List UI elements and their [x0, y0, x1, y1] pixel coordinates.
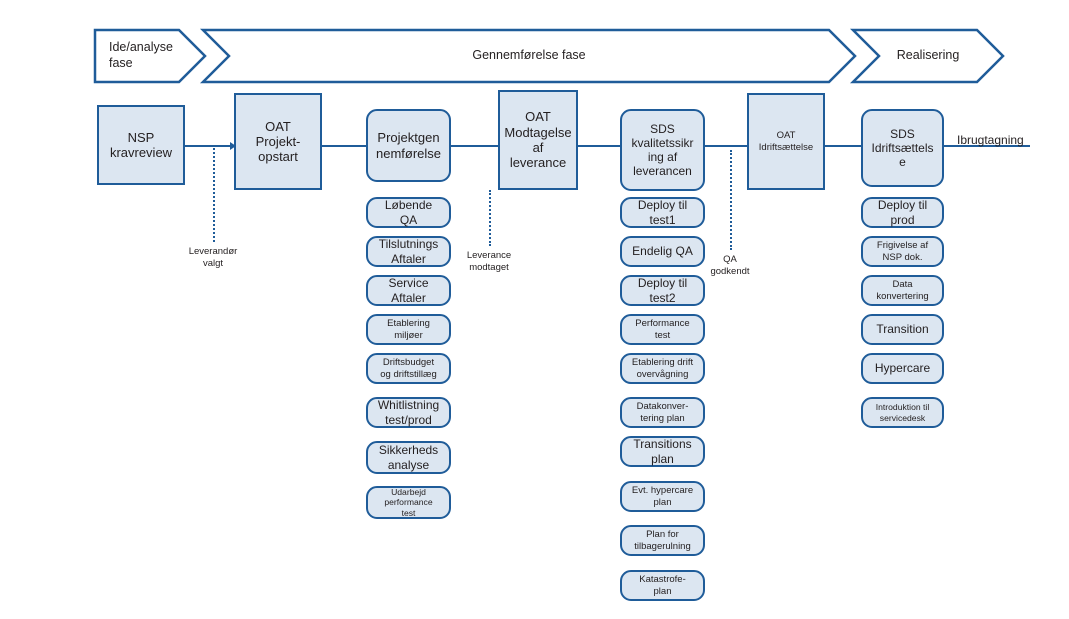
- subtask-projektgennemfoerelse-1[interactable]: Tilslutnings Aftaler: [366, 236, 451, 267]
- milestone-label-leverance-modtaget: Leverance modtaget: [466, 250, 512, 274]
- phase-arrow-3: Realisering: [849, 28, 1005, 84]
- connector-nsp-to-oat-opstart-arrowhead: [230, 141, 236, 150]
- subtask-label: Whitlistning test/prod: [377, 398, 440, 427]
- subtask-projektgennemfoerelse-4[interactable]: Driftsbudget og driftstillæg: [366, 353, 451, 384]
- connector-oat-opstart-to-projekt: [322, 145, 368, 147]
- node-sds-kvalitetssikring[interactable]: SDS kvalitetssikr ing af leverancen: [620, 109, 705, 191]
- subtask-sds_kvalitetssikring-5[interactable]: Datakonver- tering plan: [620, 397, 705, 428]
- subtask-label: Etablering drift overvågning: [631, 357, 694, 380]
- subtask-label: Katastrofe- plan: [639, 574, 686, 597]
- milestone-dotted-line-qa-godkendt: [730, 150, 732, 250]
- subtask-label: Transitions plan: [633, 437, 692, 466]
- node-label: OAT Idriftsættelse: [758, 130, 814, 153]
- subtask-label: Deploy til test1: [637, 198, 688, 227]
- subtask-label: Service Aftaler: [388, 276, 429, 305]
- node-nsp-kravreview[interactable]: NSP kravreview: [97, 105, 185, 185]
- subtask-sds_kvalitetssikring-0[interactable]: Deploy til test1: [620, 197, 705, 228]
- subtask-label: Etablering miljøer: [387, 318, 430, 341]
- subtask-sds_kvalitetssikring-2[interactable]: Deploy til test2: [620, 275, 705, 306]
- connector-projekt-to-oat-modtagelse: [451, 145, 500, 147]
- subtask-sds_kvalitetssikring-3[interactable]: Performance test: [620, 314, 705, 345]
- phase-arrow-shape: [93, 28, 207, 84]
- subtask-sds_idriftsaettelse-1[interactable]: Frigivelse af NSP dok.: [861, 236, 944, 267]
- subtask-label: Deploy til test2: [637, 276, 688, 305]
- subtask-label: Transition: [876, 322, 929, 337]
- connector-sds-idrift-to-ibrugtagning: [944, 145, 1030, 147]
- node-sds-idriftsaettelse[interactable]: SDS Idriftsættels e: [861, 109, 944, 187]
- milestone-dotted-line-leverance-modtaget: [489, 190, 491, 246]
- connector-nsp-to-oat-opstart: [185, 145, 236, 147]
- subtask-label: Tilslutnings Aftaler: [378, 237, 439, 266]
- node-projektgennemfoerelse[interactable]: Projektgen nemførelse: [366, 109, 451, 182]
- phase-arrow-shape: [199, 28, 857, 84]
- subtask-label: Hypercare: [874, 361, 931, 376]
- subtask-sds_idriftsaettelse-2[interactable]: Data konvertering: [861, 275, 944, 306]
- subtask-projektgennemfoerelse-6[interactable]: Sikkerheds analyse: [366, 441, 451, 474]
- subtask-label: Plan for tilbagerulning: [634, 529, 691, 552]
- subtask-label: Udarbejd performance test: [384, 487, 433, 518]
- subtask-label: Endelig QA: [632, 244, 693, 259]
- subtask-label: Evt. hypercare plan: [631, 485, 694, 508]
- subtask-projektgennemfoerelse-0[interactable]: Løbende QA: [366, 197, 451, 228]
- node-oat-modtagelse-leverance[interactable]: OAT Modtagelse af leverance: [498, 90, 578, 190]
- subtask-projektgennemfoerelse-5[interactable]: Whitlistning test/prod: [366, 397, 451, 428]
- subtask-sds_kvalitetssikring-1[interactable]: Endelig QA: [620, 236, 705, 267]
- node-label: Projektgen nemførelse: [375, 130, 442, 161]
- subtask-label: Driftsbudget og driftstillæg: [380, 357, 437, 380]
- subtask-sds_kvalitetssikring-9[interactable]: Katastrofe- plan: [620, 570, 705, 601]
- connector-sds-kvalitet-to-oat-idrift: [705, 145, 749, 147]
- subtask-sds_idriftsaettelse-3[interactable]: Transition: [861, 314, 944, 345]
- phase-arrow-label: Realisering: [896, 48, 960, 63]
- subtask-sds_idriftsaettelse-5[interactable]: Introduktion til servicedesk: [861, 397, 944, 428]
- subtask-label: Introduktion til servicedesk: [875, 402, 930, 423]
- subtask-label: Performance test: [635, 318, 690, 341]
- phase-arrow-label: Gennemførelse fase: [472, 48, 586, 63]
- subtask-label: Data konvertering: [876, 279, 929, 302]
- milestone-label-leverandoer-valgt: Leverandør valgt: [188, 246, 238, 270]
- milestone-dotted-line-leverandoer-valgt: [213, 148, 215, 242]
- subtask-sds_kvalitetssikring-8[interactable]: Plan for tilbagerulning: [620, 525, 705, 556]
- subtask-sds_kvalitetssikring-7[interactable]: Evt. hypercare plan: [620, 481, 705, 512]
- subtask-label: Datakonver- tering plan: [636, 401, 689, 424]
- node-label: SDS Idriftsættels e: [871, 126, 934, 170]
- subtask-sds_idriftsaettelse-4[interactable]: Hypercare: [861, 353, 944, 384]
- subtask-projektgennemfoerelse-3[interactable]: Etablering miljøer: [366, 314, 451, 345]
- subtask-label: Løbende QA: [384, 198, 433, 227]
- milestone-label-qa-godkendt: QA godkendt: [710, 254, 750, 278]
- node-label: OAT Projekt- opstart: [255, 118, 301, 165]
- subtask-projektgennemfoerelse-2[interactable]: Service Aftaler: [366, 275, 451, 306]
- phase-arrow-2: Gennemførelse fase: [199, 28, 857, 84]
- subtask-label: Deploy til prod: [877, 198, 928, 227]
- subtask-projektgennemfoerelse-7[interactable]: Udarbejd performance test: [366, 486, 451, 519]
- node-oat-projektopstart[interactable]: OAT Projekt- opstart: [234, 93, 322, 190]
- subtask-sds_idriftsaettelse-0[interactable]: Deploy til prod: [861, 197, 944, 228]
- node-label: OAT Modtagelse af leverance: [504, 109, 572, 171]
- phase-arrow-1: Ide/analyse fase: [93, 28, 207, 84]
- connector-oat-modtagelse-to-sds-kvalitet: [578, 145, 622, 147]
- node-oat-idriftsaettelse[interactable]: OAT Idriftsættelse: [747, 93, 825, 190]
- connector-oat-idrift-to-sds-idrift: [825, 145, 863, 147]
- subtask-sds_kvalitetssikring-6[interactable]: Transitions plan: [620, 436, 705, 467]
- node-label: NSP kravreview: [109, 129, 173, 160]
- node-label: SDS kvalitetssikr ing af leverancen: [631, 121, 694, 179]
- subtask-sds_kvalitetssikring-4[interactable]: Etablering drift overvågning: [620, 353, 705, 384]
- end-label-ibrugtagning: Ibrugtagning: [957, 133, 1024, 147]
- subtask-label: Sikkerheds analyse: [378, 443, 439, 472]
- phase-arrow-label: Ide/analyse fase: [109, 40, 173, 70]
- phase-arrow-shape: [849, 28, 1005, 84]
- subtask-label: Frigivelse af NSP dok.: [876, 240, 929, 263]
